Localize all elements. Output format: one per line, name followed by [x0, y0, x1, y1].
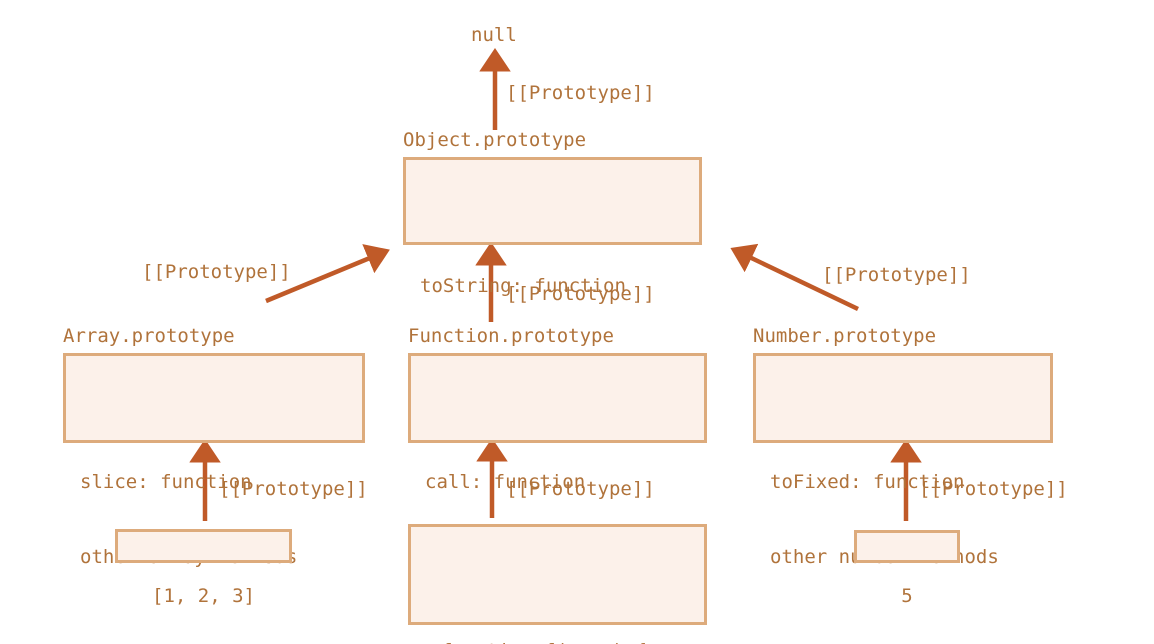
node-box-number-prototype[interactable]: toFixed: function other number methods: [753, 353, 1053, 568]
node-box-function-prototype[interactable]: call: function other function methods: [408, 353, 707, 568]
node-title-array-prototype: Array.prototype: [63, 325, 235, 347]
null-label: null: [471, 24, 517, 46]
box-line: toString: function: [420, 275, 626, 297]
node-box-array-prototype[interactable]: slice: function other array methods: [63, 353, 365, 568]
box-line: function f(args) {: [441, 639, 704, 644]
node-title-function-prototype: Function.prototype: [408, 325, 614, 347]
node-title-object-prototype: Object.prototype: [403, 129, 587, 151]
edge-label-array-proto-to-object-proto: [[Prototype]]: [142, 261, 291, 283]
box-line: toFixed: function: [770, 471, 965, 493]
node-title-number-prototype: Number.prototype: [753, 325, 937, 347]
edge-label-number-instance-to-number-proto: [[Prototype]]: [919, 478, 1068, 500]
box-line: call: function: [425, 471, 586, 493]
edge-label-object-to-null: [[Prototype]]: [506, 82, 655, 104]
edge-label-function-proto-to-object-proto: [[Prototype]]: [506, 283, 655, 305]
node-box-object-prototype[interactable]: toString: function other object methods: [403, 157, 702, 372]
instance-box-number[interactable]: 5: [854, 530, 960, 607]
edge-label-array-instance-to-array-proto: [[Prototype]]: [219, 478, 368, 500]
edge-label-number-proto-to-object-proto: [[Prototype]]: [822, 264, 971, 286]
edge-label-function-instance-to-function-proto: [[Prototype]]: [506, 478, 655, 500]
box-line: slice: function: [80, 471, 252, 493]
box-line: [1, 2, 3]: [152, 584, 255, 607]
box-line: 5: [901, 585, 913, 607]
instance-box-array[interactable]: [1, 2, 3]: [115, 529, 292, 607]
instance-box-function[interactable]: function f(args) { ... }: [408, 524, 707, 644]
